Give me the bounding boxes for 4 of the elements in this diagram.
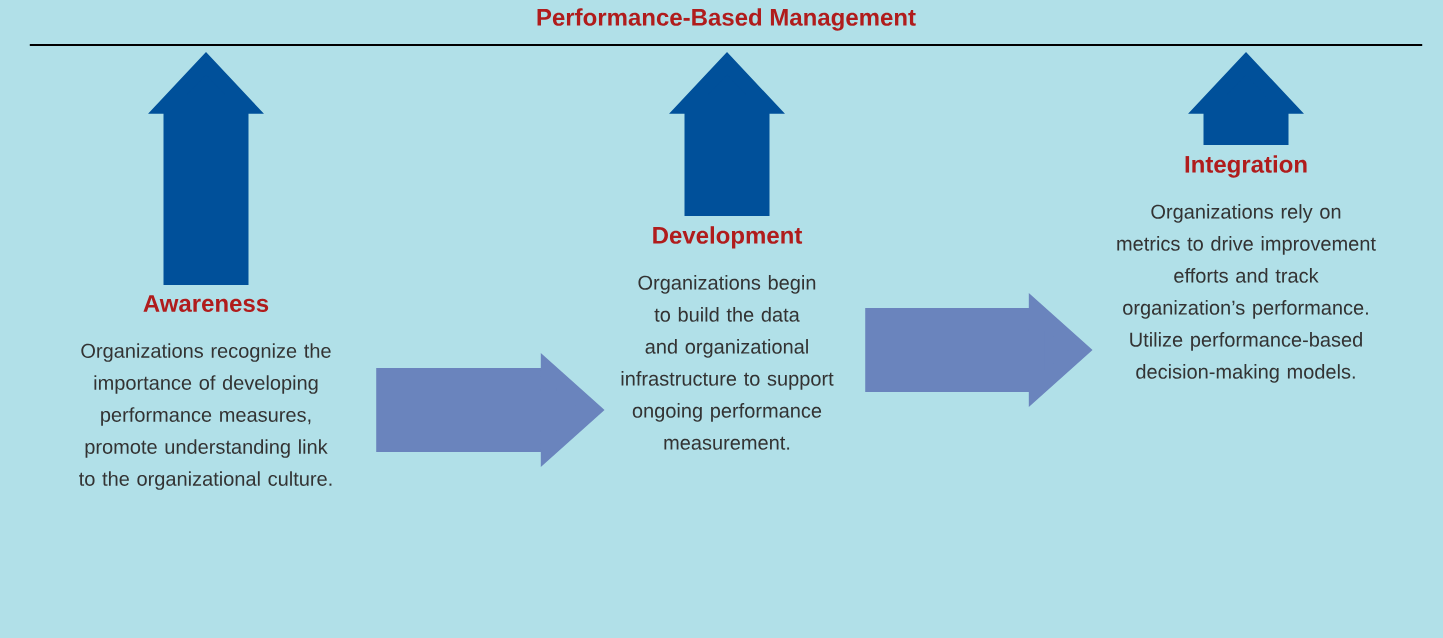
stage-text: Awareness Organizations recognize the importance of developing performance measures, promote understanding link to the organizational culture. — [79, 295, 332, 490]
stage-text: Integration Organizations rely on metrics to drive improvement efforts and track organization’s performance. Utilize performance-based decision-making models. — [1117, 155, 1376, 383]
stage-text: Development Organizations begin to build the data and organizational infrastructure to support ongoing performance measurement. — [621, 226, 834, 450]
ruled-heading: Performance-Based Management — [28, 8, 1424, 46]
